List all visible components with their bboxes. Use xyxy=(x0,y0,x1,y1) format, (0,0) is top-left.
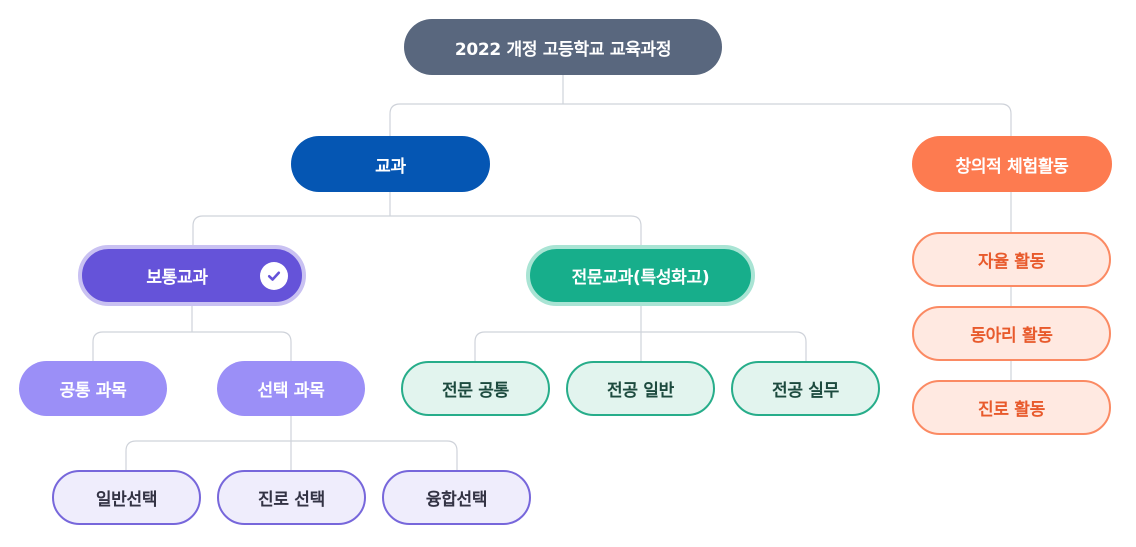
node-career-activity: 진로 활동 xyxy=(912,380,1111,435)
convergence-elective-label: 융합선택 xyxy=(425,490,488,510)
check-icon xyxy=(260,261,288,290)
major-practice-label: 전공 실무 xyxy=(772,381,839,401)
node-common-subject: 공통 과목 xyxy=(19,361,167,416)
autonomous-activity-label: 자율 활동 xyxy=(978,252,1045,272)
node-club-activity: 동아리 활동 xyxy=(912,306,1111,361)
career-activity-label: 진로 활동 xyxy=(978,400,1045,420)
specialized-common-label: 전문 공통 xyxy=(442,381,509,401)
node-general-elective: 일반선택 xyxy=(52,470,201,525)
major-general-label: 전공 일반 xyxy=(607,381,674,401)
elective-subject-label: 선택 과목 xyxy=(257,381,325,401)
root-node-curriculum: 2022 개정 고등학교 교육과정 xyxy=(404,19,722,75)
specialized-label: 전문교과(특성화고) xyxy=(571,268,710,288)
root-label: 2022 개정 고등학교 교육과정 xyxy=(454,39,672,60)
subject-label: 교과 xyxy=(375,156,406,177)
node-specialized-subject: 전문교과(특성화고) xyxy=(526,245,755,306)
club-activity-label: 동아리 활동 xyxy=(970,326,1053,346)
common-subject-label: 공통 과목 xyxy=(59,381,127,401)
career-elective-label: 진로 선택 xyxy=(258,490,325,510)
creative-label: 창의적 체험활동 xyxy=(955,156,1069,177)
node-major-general: 전공 일반 xyxy=(566,361,715,416)
node-career-elective: 진로 선택 xyxy=(217,470,366,525)
node-general-subject: 보통교과 xyxy=(78,245,306,306)
node-convergence-elective: 융합선택 xyxy=(382,470,531,525)
node-creative-activities: 창의적 체험활동 xyxy=(912,136,1112,192)
node-major-practice: 전공 실무 xyxy=(731,361,880,416)
general-elective-label: 일반선택 xyxy=(95,490,158,510)
node-elective-subject: 선택 과목 xyxy=(217,361,365,416)
node-autonomous-activity: 자율 활동 xyxy=(912,232,1111,287)
general-label: 보통교과 xyxy=(146,268,208,288)
node-subject: 교과 xyxy=(291,136,490,192)
node-specialized-common: 전문 공통 xyxy=(401,361,550,416)
